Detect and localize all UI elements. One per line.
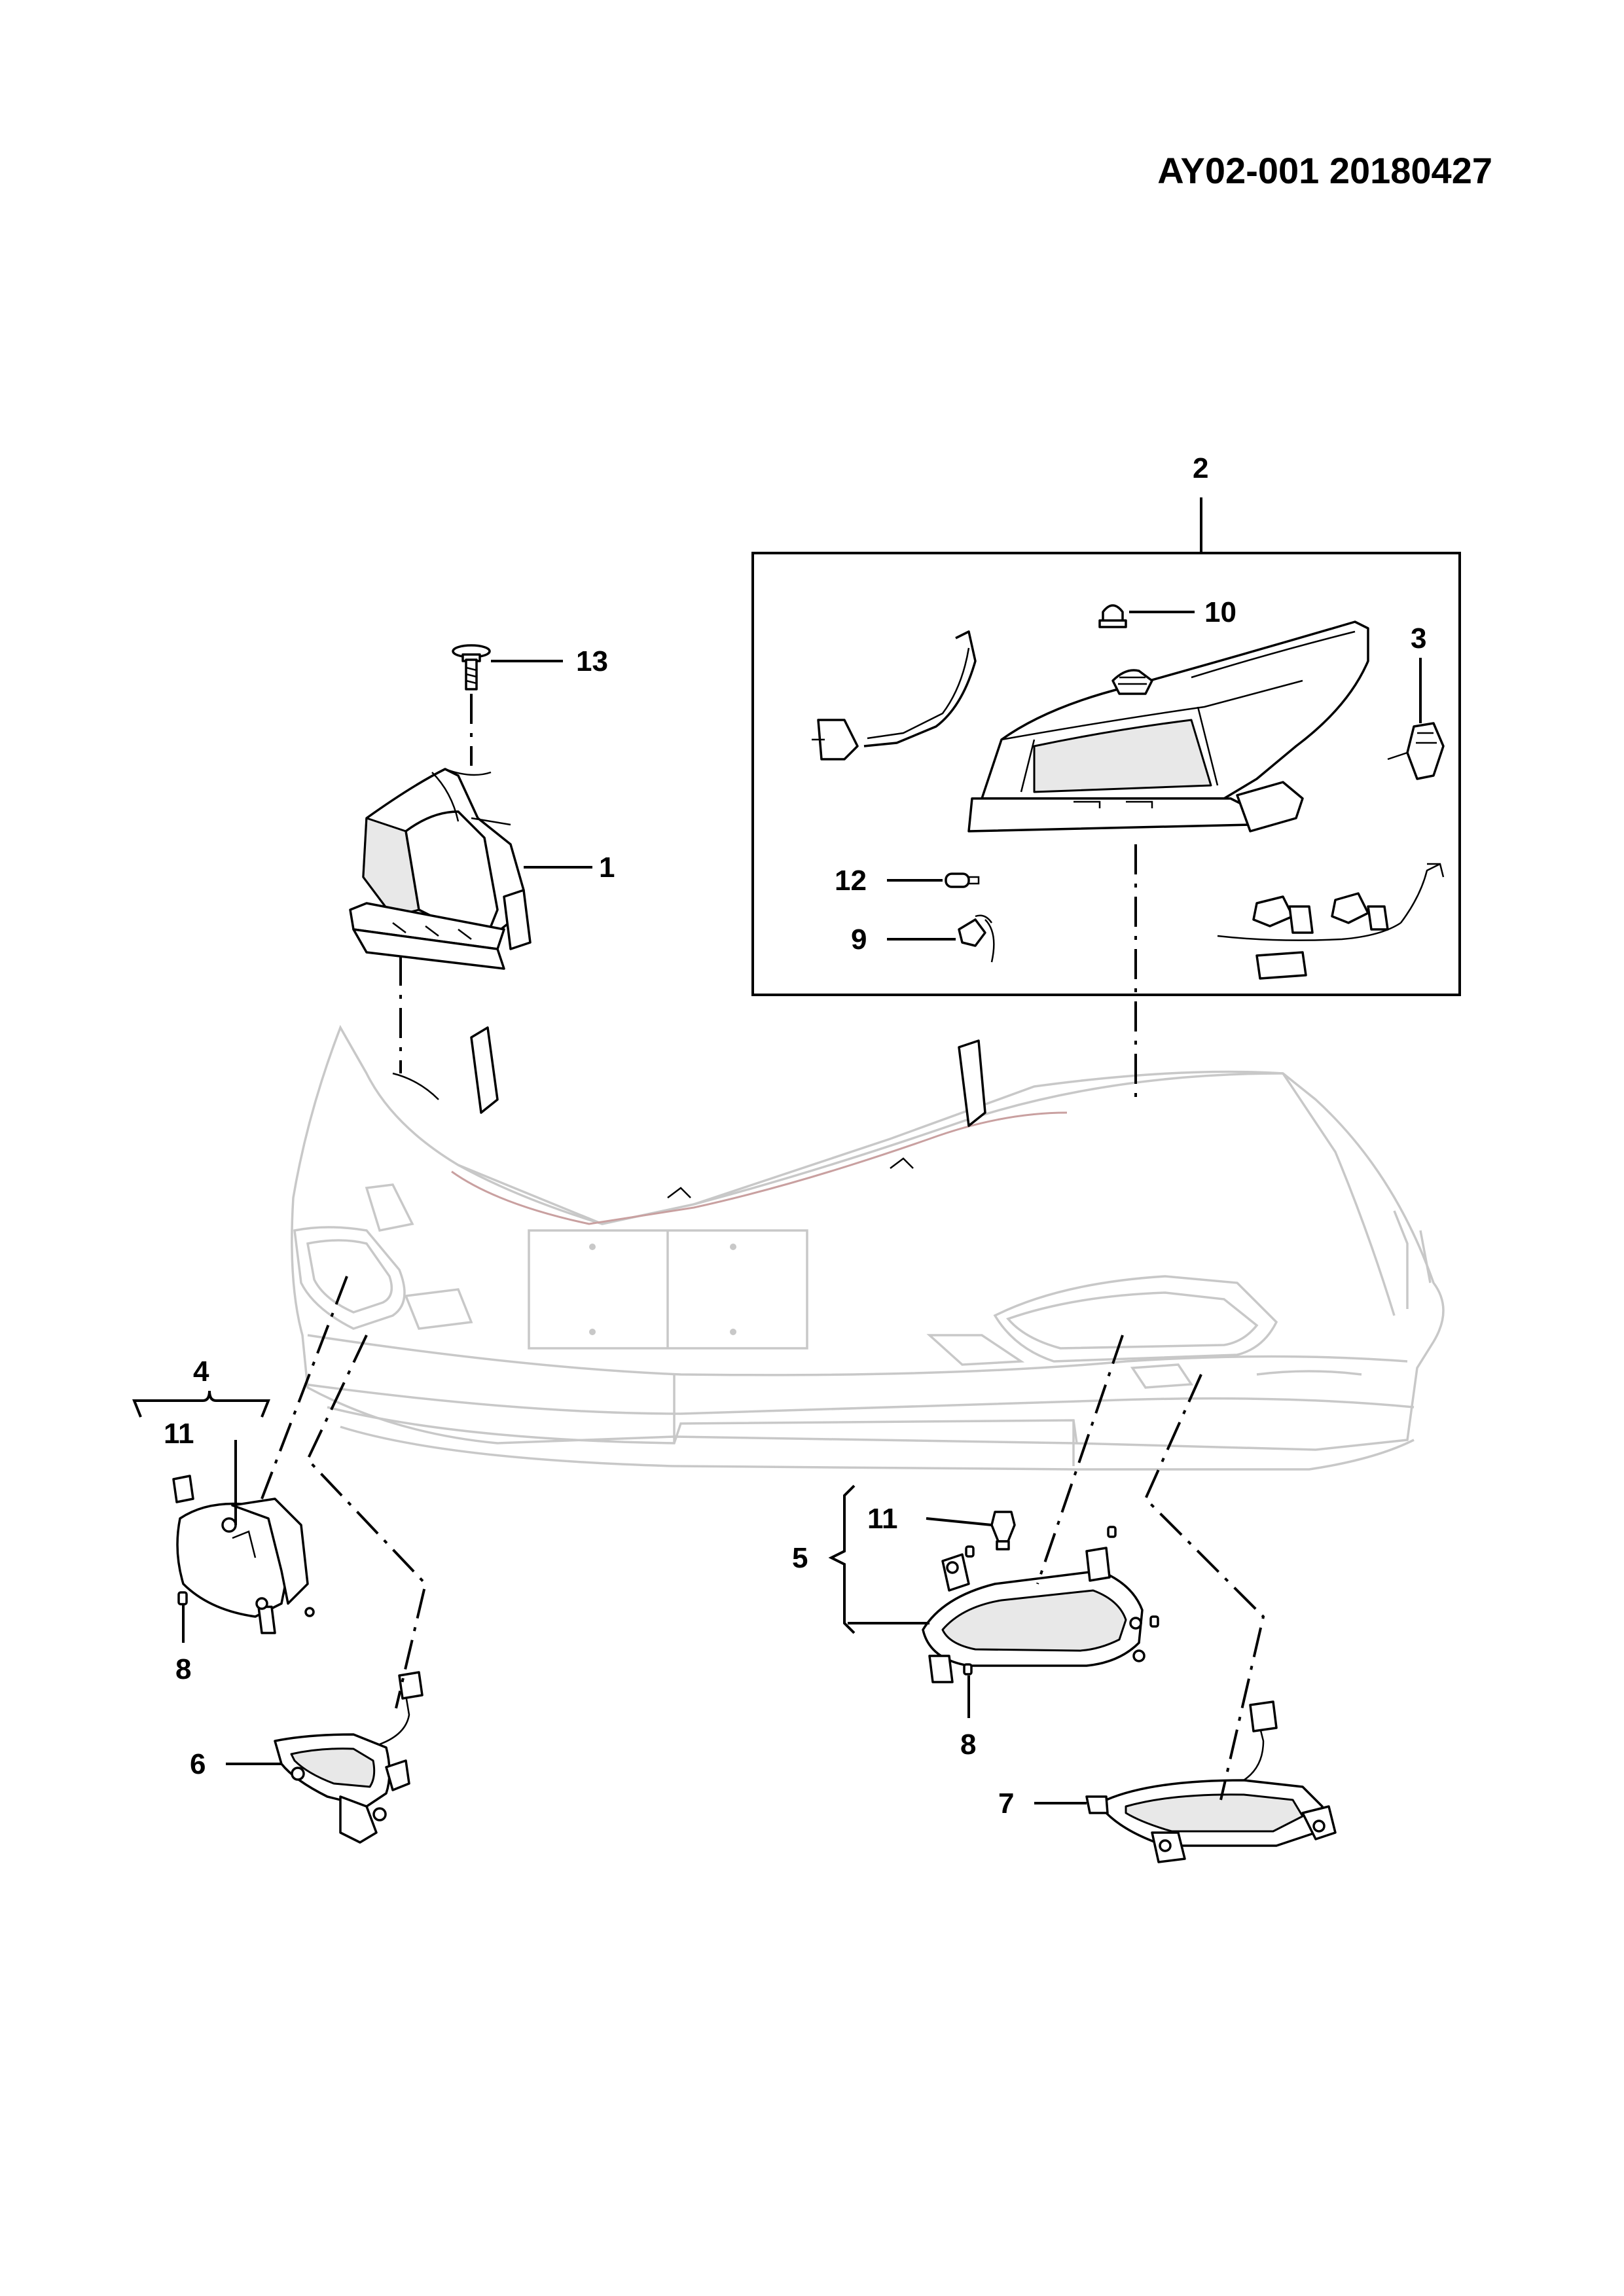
part-12-bulb bbox=[945, 872, 980, 888]
part-7-drl-right bbox=[1085, 1700, 1337, 1863]
part-9-socket bbox=[958, 914, 995, 963]
callout-11-right: 11 bbox=[867, 1503, 898, 1535]
callout-4: 4 bbox=[193, 1355, 209, 1388]
callout-7: 7 bbox=[998, 1787, 1014, 1820]
callout-8-right: 8 bbox=[960, 1729, 976, 1761]
callout-1: 1 bbox=[599, 852, 615, 884]
part-10-bulb bbox=[1098, 604, 1127, 628]
part-2-side-harness bbox=[812, 630, 977, 761]
part-6-drl-left bbox=[274, 1671, 424, 1844]
callout-2: 2 bbox=[1193, 452, 1208, 484]
front-bumper bbox=[291, 1024, 1445, 1471]
part-1-headlight-left bbox=[349, 768, 532, 970]
part-8-clips-right bbox=[963, 1526, 1159, 1676]
callout-5: 5 bbox=[792, 1542, 808, 1574]
callout-8-left: 8 bbox=[175, 1653, 191, 1685]
callouts: 13 1 2 10 3 12 9 4 11 8 6 5 11 8 7 bbox=[164, 452, 1426, 1820]
callout-11-left: 11 bbox=[164, 1418, 194, 1450]
callout-13: 13 bbox=[576, 645, 608, 677]
assembly-lines bbox=[261, 694, 1265, 1801]
part-2-lower-harness bbox=[1217, 863, 1445, 980]
leader-lines bbox=[132, 497, 1422, 1804]
part-3-connector bbox=[1387, 722, 1445, 780]
part-8-clip-left bbox=[177, 1591, 188, 1605]
callout-3: 3 bbox=[1411, 622, 1426, 655]
part-2-assembly-box bbox=[751, 552, 1461, 996]
document-code: AY02-001 20180427 bbox=[1157, 150, 1492, 191]
callout-6: 6 bbox=[190, 1748, 206, 1780]
callout-9: 9 bbox=[851, 924, 867, 956]
part-2-headlight-housing bbox=[967, 620, 1369, 833]
part-5-fog-light-right bbox=[922, 1547, 1146, 1683]
part-13-bolt bbox=[452, 644, 491, 691]
callout-12: 12 bbox=[835, 865, 867, 897]
part-4-fog-light-left bbox=[172, 1475, 315, 1634]
callout-10: 10 bbox=[1204, 596, 1236, 628]
part-11-bulb-right bbox=[990, 1511, 1016, 1551]
